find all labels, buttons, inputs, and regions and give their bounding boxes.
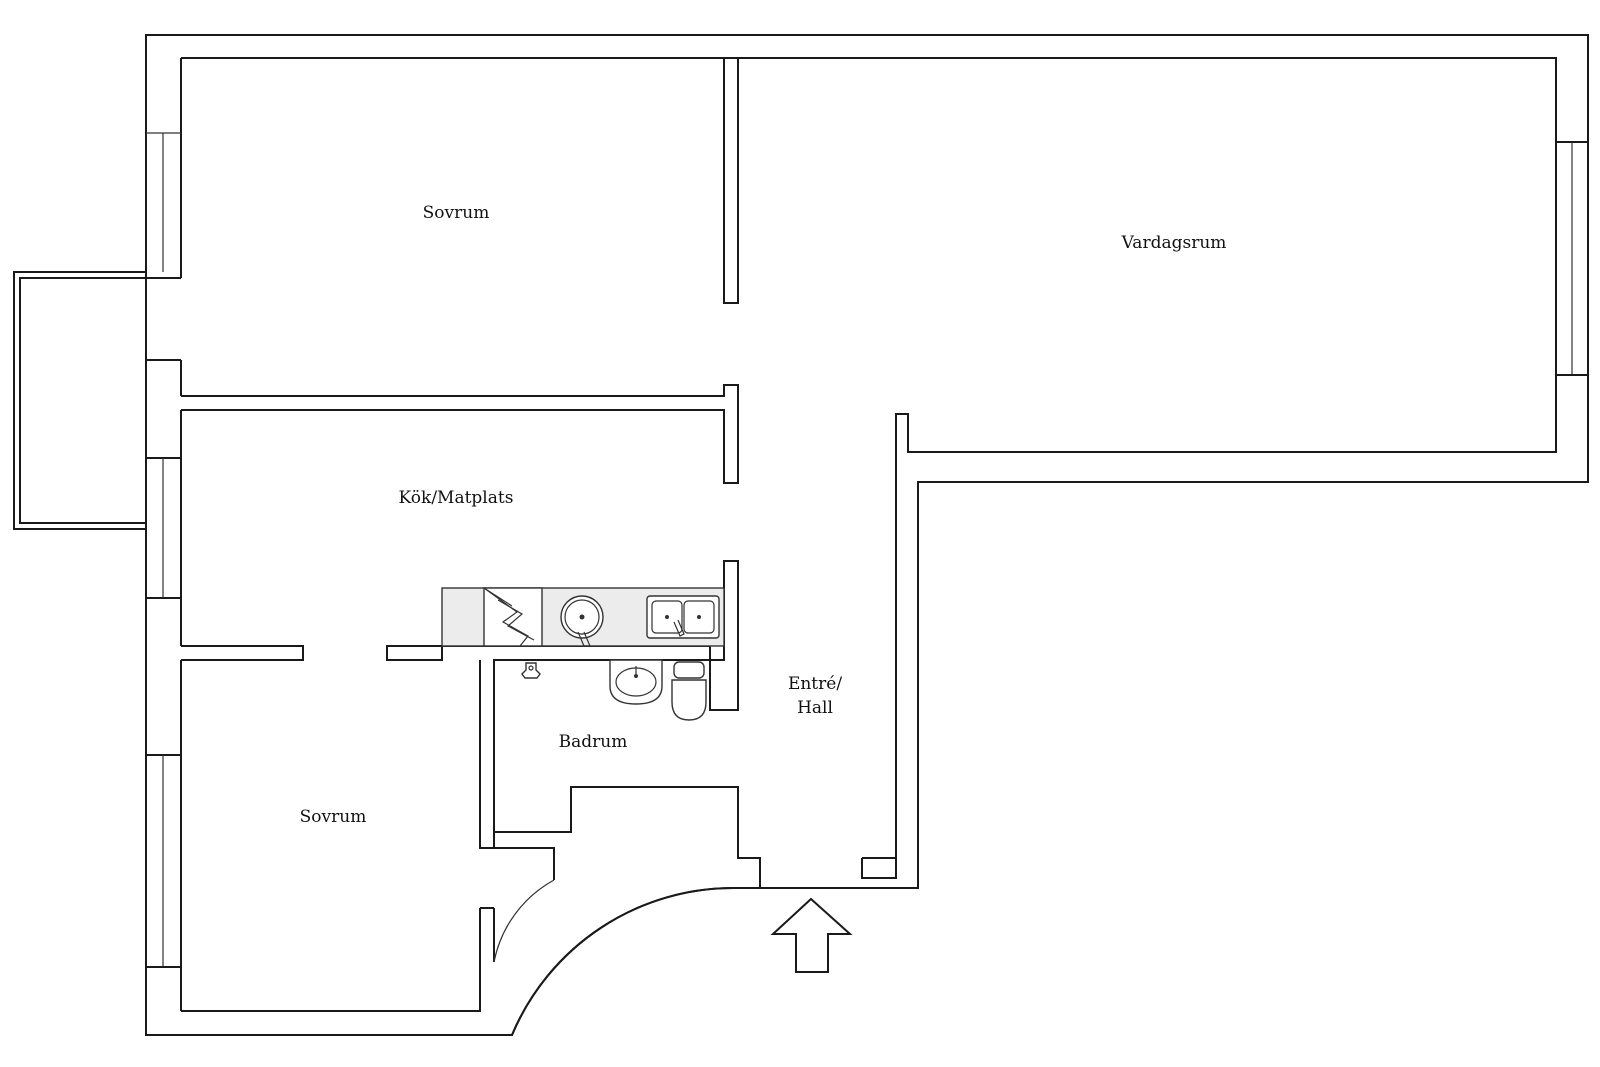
entre-line1: Entré/	[787, 674, 843, 694]
kitchen-counter	[441, 587, 725, 647]
room-label-entre-hall: Entré/ Hall	[788, 672, 842, 720]
stove-icon	[483, 587, 543, 647]
outer-wall-inner	[181, 57, 1557, 879]
outer-walls	[145, 34, 1589, 1036]
washbasin-icon	[609, 659, 663, 705]
entrance-arrow-icon	[770, 897, 853, 973]
living-room-window	[1556, 141, 1588, 376]
faucet-icon	[521, 662, 541, 679]
room-label-kok-matplats: Kök/Matplats	[398, 488, 514, 508]
balcony	[13, 271, 146, 530]
curved-wall	[493, 879, 736, 1036]
double-sink-icon	[646, 595, 720, 639]
room-label-badrum: Badrum	[558, 732, 628, 752]
sink-bowl-icon	[560, 595, 604, 647]
room-label-vardagsrum: Vardagsrum	[1121, 233, 1227, 253]
toilet-icon	[671, 661, 707, 721]
interior-walls	[181, 57, 896, 1012]
bathroom-fixtures	[521, 659, 707, 721]
outer-wall-outline	[145, 34, 1589, 1036]
room-label-sovrum-bottom: Sovrum	[299, 807, 367, 827]
left-wall	[146, 58, 182, 1011]
room-label-sovrum-top: Sovrum	[422, 203, 490, 223]
entre-line2: Hall	[797, 698, 833, 718]
